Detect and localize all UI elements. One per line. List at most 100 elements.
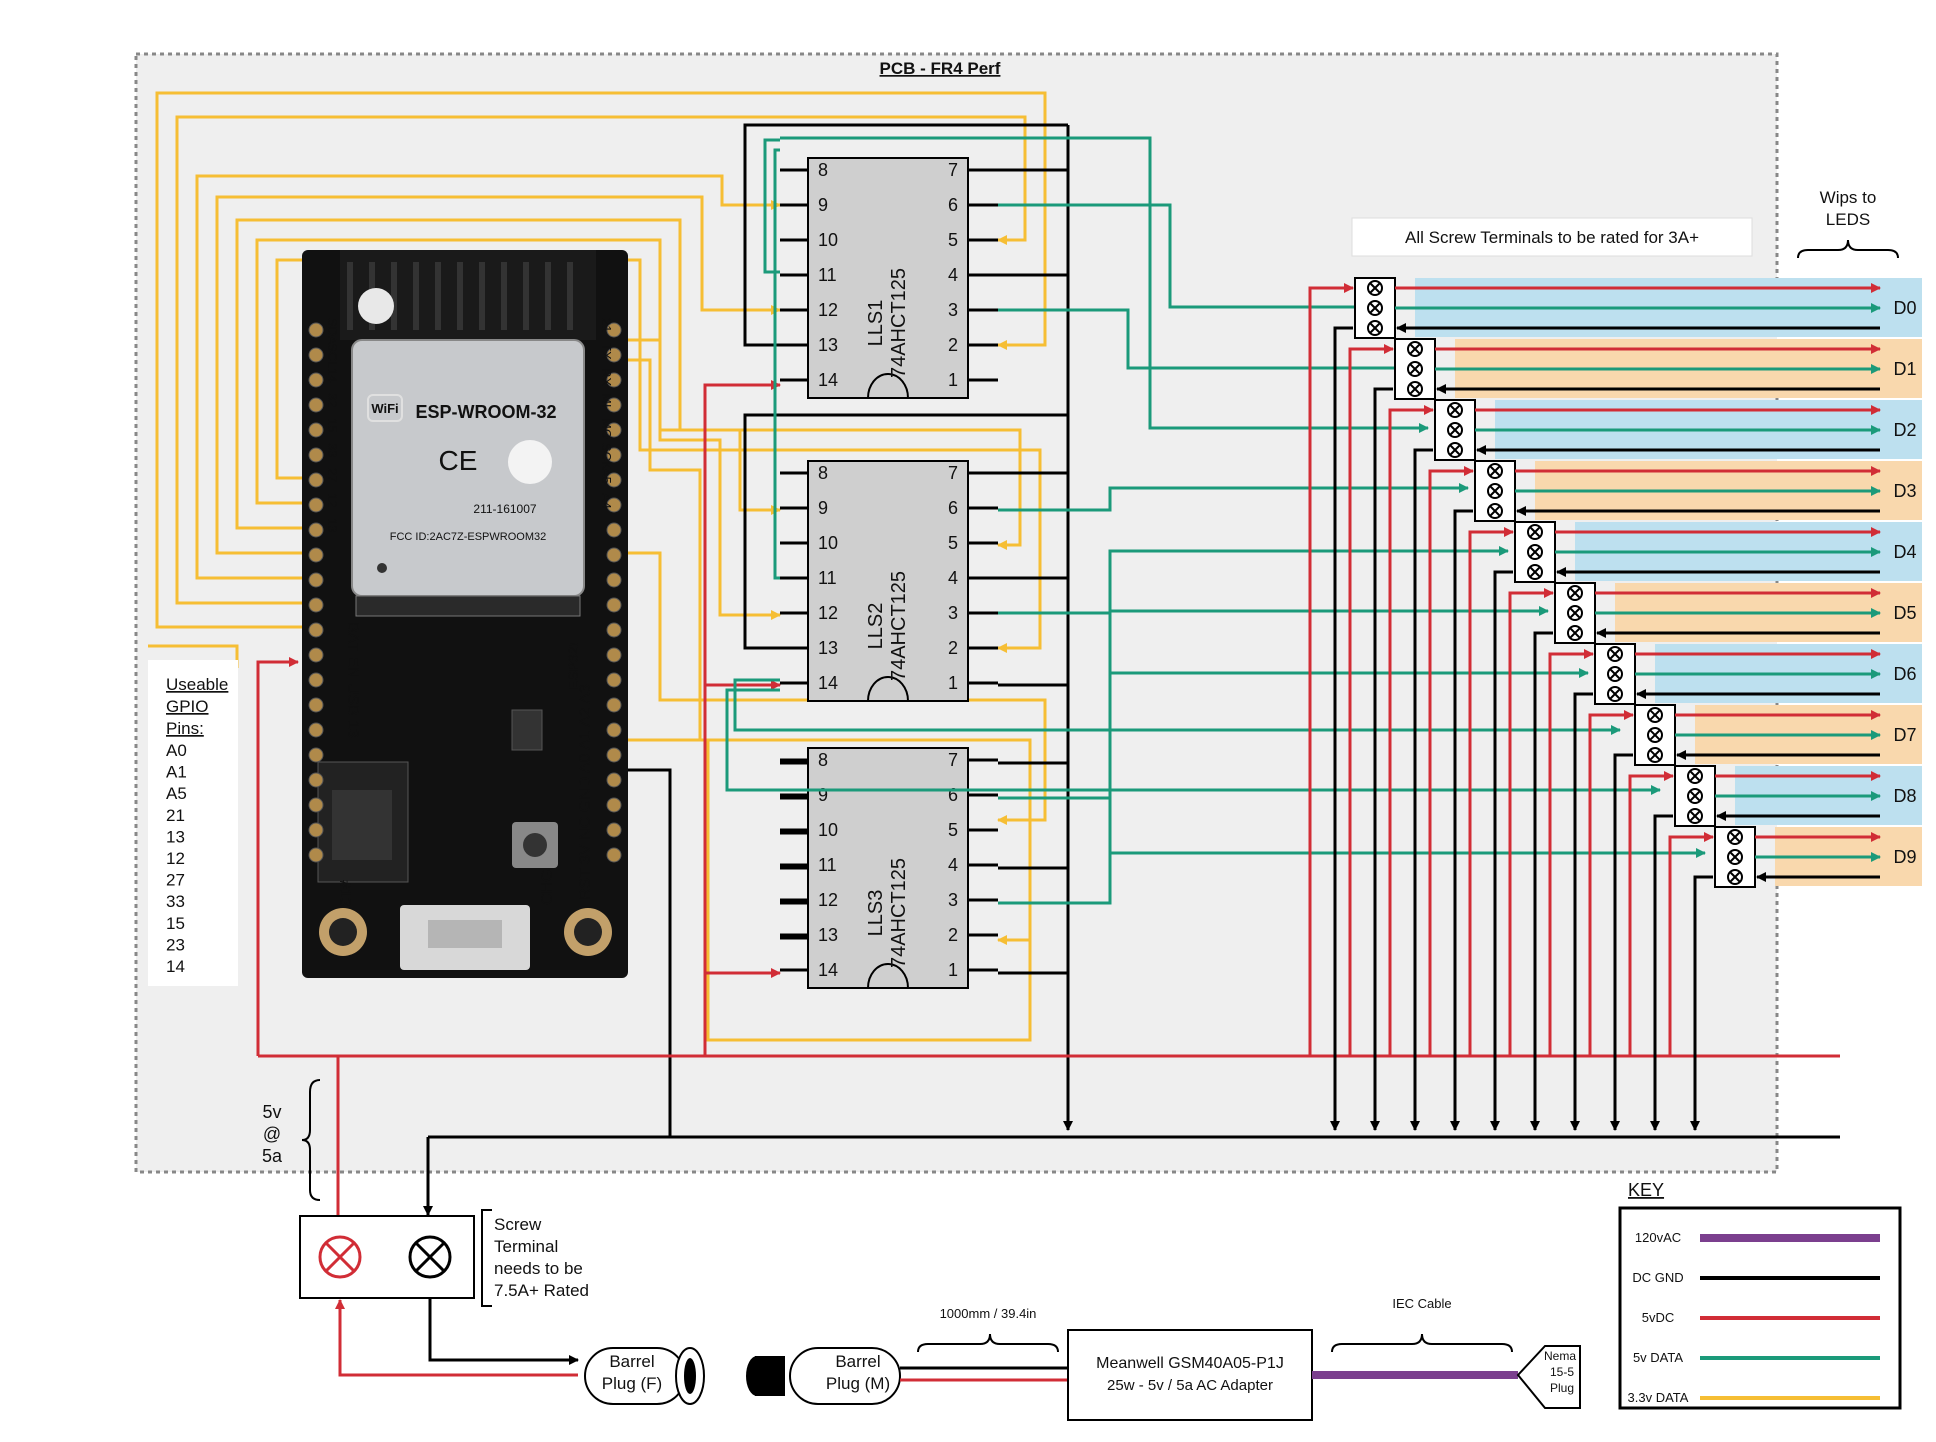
mcu-left-pin-label-1: SCL bbox=[325, 343, 340, 368]
barrel-plug-male: Barrel Plug (M) bbox=[746, 1347, 901, 1405]
chip-lls1-pin-right-4: 3 bbox=[948, 300, 958, 320]
terminals-note: All Screw Terminals to be rated for 3A+ bbox=[1405, 228, 1699, 247]
terminal-row-0: D0 bbox=[1308, 277, 1917, 1131]
screw-note-bracket bbox=[481, 1209, 492, 1307]
mcu-left-pin-label-4: 15 bbox=[325, 418, 340, 432]
gpio-title-1: GPIO bbox=[166, 697, 209, 716]
terminal-row-5: D5 bbox=[1508, 582, 1917, 1131]
led-output-3: D3 bbox=[1893, 481, 1916, 501]
chip-lls2-pin-right-3: 4 bbox=[948, 568, 958, 588]
key-label-2: 5vDC bbox=[1642, 1310, 1675, 1325]
wips-line-1: Wips to bbox=[1820, 188, 1877, 207]
pin13-label: #13 bbox=[336, 880, 353, 907]
chip-lls1-pin-left-5: 13 bbox=[818, 335, 838, 355]
mcu-left-pin-label-2: 14 bbox=[325, 368, 340, 382]
screw-note-1: Screw bbox=[494, 1215, 542, 1234]
espressif-logo bbox=[508, 440, 552, 484]
chip-lls1-pin-left-3: 11 bbox=[818, 265, 837, 285]
terminal-screw-icon bbox=[1727, 829, 1743, 845]
led-output-8: D8 bbox=[1893, 786, 1916, 806]
chip-lls2-pin-right-0: 7 bbox=[948, 463, 958, 483]
power-brace bbox=[301, 1079, 321, 1201]
chip-lls2-pin-right-1: 6 bbox=[948, 498, 958, 518]
terminal-screw-icon bbox=[1727, 869, 1743, 885]
terminal-screw-icon bbox=[1567, 625, 1583, 641]
data-5v-wires bbox=[725, 136, 1706, 905]
pcb-title: PCB - FR4 Perf bbox=[880, 59, 1001, 78]
terminal-screw-icon bbox=[1527, 524, 1543, 540]
chip-lls2-name: LLS2 bbox=[865, 603, 887, 650]
key-label-0: 120vAC bbox=[1635, 1230, 1681, 1245]
terminal-screw-icon bbox=[1567, 605, 1583, 621]
gpio-pin-5: 12 bbox=[166, 849, 185, 868]
barrel-f-line-2: Plug (F) bbox=[602, 1374, 662, 1393]
chip-lls2-pin-left-6: 14 bbox=[818, 673, 838, 693]
chg-label: CHG bbox=[539, 869, 556, 905]
key-title: KEY bbox=[1628, 1180, 1664, 1200]
mcu-right-pin-label-4: MO bbox=[599, 418, 614, 439]
chip-lls2-pin-left-5: 13 bbox=[818, 638, 838, 658]
chip-lls1-name: LLS1 bbox=[865, 300, 887, 347]
module-name: ESP-WROOM-32 bbox=[415, 402, 556, 422]
chip-lls3-pin-left-5: 13 bbox=[818, 925, 838, 945]
nema-line-2: 15-5 bbox=[1550, 1365, 1574, 1379]
nema-line-1: Nema bbox=[1544, 1349, 1576, 1363]
gpio-title-0: Useable bbox=[166, 675, 228, 694]
chip-lls3-pin-right-1: 6 bbox=[948, 785, 958, 805]
terminal-row-4: D4 bbox=[1468, 521, 1917, 1131]
chip-lls2-pin-right-2: 5 bbox=[948, 533, 958, 553]
main-terminal-gnd-screw bbox=[408, 1235, 452, 1279]
power-label-1: 5v bbox=[262, 1102, 281, 1122]
mcu-right-pin-label-3: MI bbox=[599, 393, 614, 407]
chip-lls3-pin-left-2: 10 bbox=[818, 820, 838, 840]
terminal-row-8: D8 bbox=[1628, 765, 1917, 1131]
barrel-f-line-1: Barrel bbox=[609, 1352, 654, 1371]
terminal-row-3: D3 bbox=[1428, 460, 1917, 1131]
cable-length-brace bbox=[917, 1333, 1059, 1353]
ac-adapter bbox=[1067, 1329, 1313, 1421]
chip-lls1-pin-left-4: 12 bbox=[818, 300, 838, 320]
terminal-screw-icon bbox=[1447, 422, 1463, 438]
key-label-4: 3.3v DATA bbox=[1628, 1390, 1689, 1405]
key-entry-1: DC GND bbox=[1632, 1270, 1880, 1285]
terminal-screw-icon bbox=[1407, 341, 1423, 357]
gpio-pin-3: 21 bbox=[166, 806, 185, 825]
chip-lls2-pin-right-6: 1 bbox=[948, 673, 958, 693]
terminal-screw-icon bbox=[1687, 768, 1703, 784]
terminal-screw-icon bbox=[1527, 564, 1543, 580]
power-label-3: 5a bbox=[262, 1146, 283, 1166]
wips-brace bbox=[1797, 239, 1899, 259]
terminal-screw-icon bbox=[1367, 320, 1383, 336]
chip-lls1-pin-right-1: 6 bbox=[948, 195, 958, 215]
led-output-7: D7 bbox=[1893, 725, 1916, 745]
key-label-1: DC GND bbox=[1632, 1270, 1683, 1285]
chip-lls3-pin-right-4: 3 bbox=[948, 890, 958, 910]
terminal-row-1: D1 bbox=[1348, 338, 1917, 1131]
terminal-row-9: D9 bbox=[1668, 826, 1917, 1131]
led-output-6: D6 bbox=[1893, 664, 1916, 684]
terminal-screw-icon bbox=[1367, 280, 1383, 296]
ce-mark: CE bbox=[439, 445, 478, 476]
iec-brace bbox=[1331, 1333, 1513, 1353]
led-output-2: D2 bbox=[1893, 420, 1916, 440]
legend-key: KEY 120vAC DC GND 5vDC 5v DATA 3.3v DATA bbox=[1618, 1180, 1902, 1410]
gpio-pin-0: A0 bbox=[166, 741, 187, 760]
key-label-3: 5v DATA bbox=[1633, 1350, 1683, 1365]
terminal-screw-icon bbox=[1447, 402, 1463, 418]
gpio-title-2: Pins: bbox=[166, 719, 204, 738]
chip-lls2-pin-left-1: 9 bbox=[818, 498, 828, 518]
chip-lls1-pin-left-6: 14 bbox=[818, 370, 838, 390]
key-entry-2: 5vDC bbox=[1642, 1310, 1880, 1325]
led-output-9: D9 bbox=[1893, 847, 1916, 867]
wips-line-2: LEDS bbox=[1826, 210, 1870, 229]
power-section: 5v @ 5a Screw Terminal needs to be 7.5A+… bbox=[262, 1079, 1581, 1421]
chip-lls3-pin-right-6: 1 bbox=[948, 960, 958, 980]
terminal-screw-icon bbox=[1407, 381, 1423, 397]
adapter-line-2: 25w - 5v / 5a AC Adapter bbox=[1107, 1377, 1273, 1394]
iec-label: IEC Cable bbox=[1392, 1296, 1451, 1311]
terminal-screw-icon bbox=[1647, 747, 1663, 763]
